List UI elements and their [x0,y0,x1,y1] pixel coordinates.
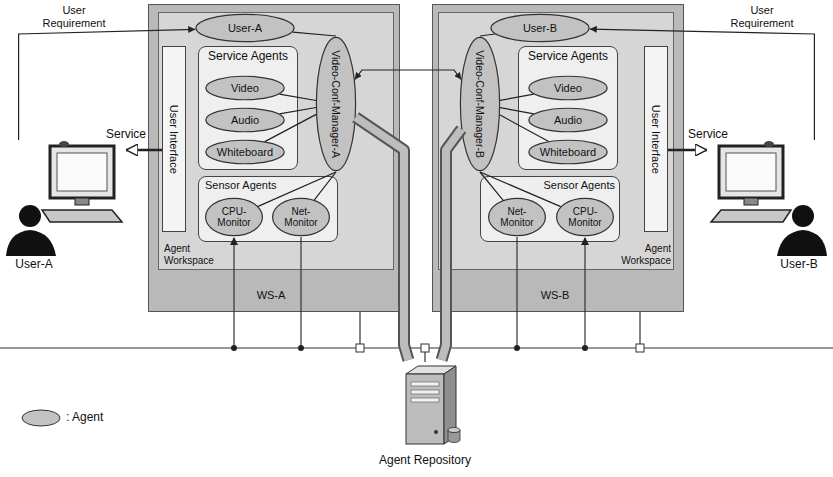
node-label: Service Agents [199,50,297,64]
agent-label: Video-Conf-Manager-A [330,50,342,158]
text-slot: User Interface [163,47,185,231]
node-label: WS-B [533,289,577,302]
user-station: User-B [707,140,829,275]
text-slot: Video [205,76,285,100]
agent-label: Video [554,82,582,95]
agent-ellipse: CPU-Monitor [556,198,614,236]
node-label: User Interface [650,104,663,173]
group-box: Service AgentsVideoAudioWhiteboard [198,46,298,170]
node-label: WS-A [249,289,293,302]
agent-ellipse: Whiteboard [205,140,285,164]
agent-label: Audio [231,114,259,127]
agent-label: CPU-Monitor [212,206,256,229]
workstation-box: WS-AAgent WorkspaceUser-AService AgentsV… [148,4,400,312]
edge-label: User Requirement [722,4,802,29]
text-slot: Agent Workspace [164,243,218,266]
text-slot: Audio [528,108,608,132]
legend-entry: : Agent [20,408,103,428]
text-slot: Video-Conf-Manager-A [316,36,356,172]
agent-ellipse: User-B [490,14,590,42]
text-slot: Agent Repository [370,454,480,468]
text-slot: Video [528,76,608,100]
agent-label: Whiteboard [217,146,273,159]
agent-ellipse: Video [528,76,608,100]
agent-label: User-A [228,22,262,35]
agent-ellipse: Audio [528,108,608,132]
agent-label: Whiteboard [540,146,596,159]
text-slot: Service [104,128,148,142]
legend-swatch [20,408,62,428]
node-label: User-A [4,258,64,272]
text-slot: Net-Monitor [272,198,330,236]
agent-label: Video [231,82,259,95]
agent-ellipse: Audio [205,108,285,132]
text-slot: User Requirement [34,4,114,29]
user-interface-bar: User Interface [644,46,668,232]
agent-label: Net-Monitor [495,206,539,229]
text-slot: Agent Workspace [617,243,671,266]
text-slot: Service Agents [519,50,617,64]
node-label: Agent Workspace [617,243,671,266]
text-slot: User Requirement [722,4,802,29]
text-slot: Video-Conf-Manager-B [460,36,500,172]
agent-ellipse: CPU-Monitor [205,198,263,236]
edge-label: Service [104,128,148,142]
text-slot: Sensor Agents [531,179,615,192]
text-slot: User-A [4,258,64,272]
text-slot: Net-Monitor [488,198,546,236]
agent-ellipse: Video [205,76,285,100]
text-slot: User-A [195,14,295,42]
node-label: Sensor Agents [205,179,295,192]
agent-ellipse: User-A [195,14,295,42]
agent-label: Video-Conf-Manager-B [474,50,486,158]
edge-label: User Requirement [34,4,114,29]
text-slot: Service Agents [199,50,297,64]
user-station: User-A [4,140,126,275]
service-arrow [126,149,162,152]
agent-repository: Agent Repository [370,360,480,473]
node-label: Service Agents [519,50,617,64]
text-slot: User-B [769,258,829,272]
text-slot: CPU-Monitor [205,198,263,236]
text-slot: Whiteboard [205,140,285,164]
legend-label: : Agent [66,411,103,425]
node-label: Agent Repository [370,454,480,468]
node-label: User-B [769,258,829,272]
text-slot: Sensor Agents [205,179,295,192]
text-slot: CPU-Monitor [556,198,614,236]
agent-ellipse: Net-Monitor [272,198,330,236]
agent-workspace: Agent WorkspaceUser-AService AgentsVideo… [158,12,394,270]
agent-ellipse: Video-Conf-Manager-A [316,36,356,172]
agent-label: CPU-Monitor [563,206,607,229]
group-box: Sensor AgentsNet-Monitor CPU-Monitor [480,176,620,242]
group-box: Service AgentsVideoAudioWhiteboard [518,46,618,170]
workstation-box: WS-BAgent WorkspaceUser-BService AgentsV… [432,4,684,312]
user-computer-illustration [4,140,126,275]
text-slot: Audio [205,108,285,132]
node-label: Agent Workspace [164,243,218,266]
agent-ellipse: Video-Conf-Manager-B [460,36,500,172]
node-label: Sensor Agents [531,179,615,192]
agent-label: Audio [554,114,582,127]
agent-ellipse: Whiteboard [528,140,608,164]
text-slot: WS-B [533,289,577,302]
agent-label: User-B [523,22,557,35]
text-slot: User-B [490,14,590,42]
service-arrow [668,149,707,152]
text-slot: Whiteboard [528,140,608,164]
user-computer-illustration [707,140,829,275]
agent-ellipse: Net-Monitor [488,198,546,236]
agent-workspace: Agent WorkspaceUser-BService AgentsVideo… [438,12,674,270]
node-label: User Interface [168,104,181,173]
group-box: Sensor AgentsCPU-Monitor Net-Monitor [198,176,338,242]
text-slot: User Interface [645,47,667,231]
edge-label: Service [686,128,730,142]
user-interface-bar: User Interface [162,46,186,232]
agent-label: Net-Monitor [279,206,323,229]
text-slot: WS-A [249,289,293,302]
text-slot: Service [686,128,730,142]
